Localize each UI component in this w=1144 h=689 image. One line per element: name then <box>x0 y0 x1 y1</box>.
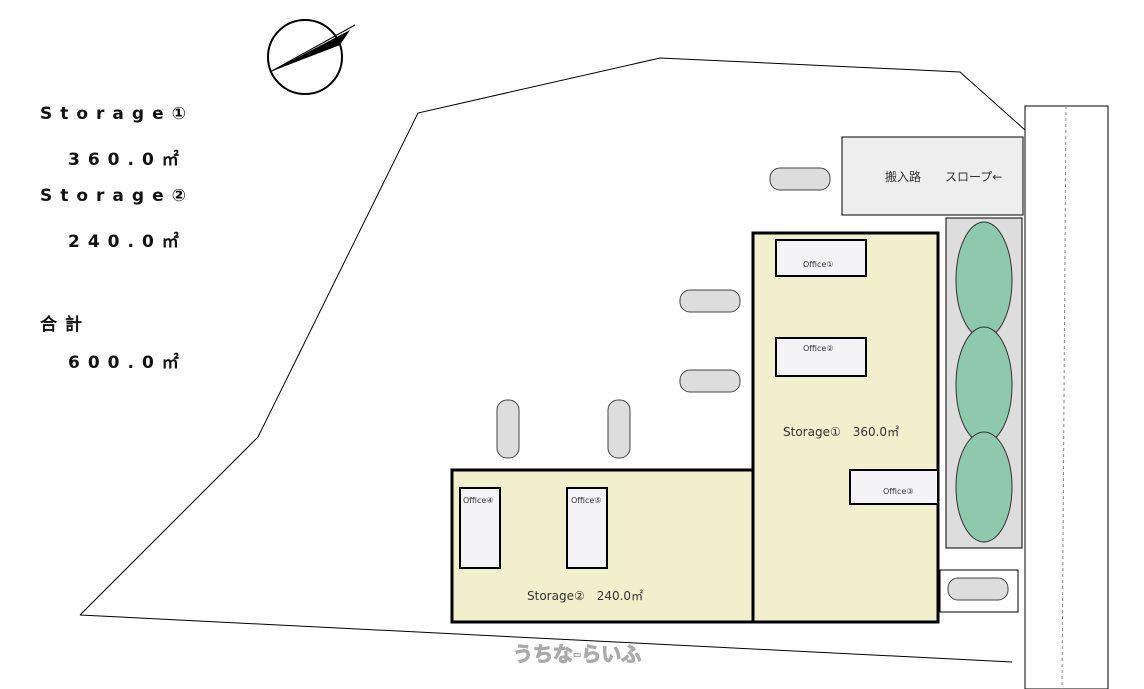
total-label: 合計 <box>40 315 90 335</box>
trees <box>955 221 1013 543</box>
driveway-label: 搬入路 スロープ← <box>885 170 1003 184</box>
storage-1 <box>751 231 940 624</box>
office-1-label: Office① <box>803 260 834 269</box>
storage2-summary-area: 240.0㎡ <box>68 232 187 252</box>
road <box>1024 105 1109 689</box>
lot-boundary <box>79 57 1026 616</box>
storage2-label: Storage② 240.0㎡ <box>527 589 644 603</box>
cars <box>496 167 1009 601</box>
office-4-label: Office④ <box>463 496 494 505</box>
office-3-label: Office③ <box>883 487 914 496</box>
driveway <box>841 136 1024 216</box>
storage1-label: Storage① 360.0㎡ <box>783 425 900 439</box>
watermark: うちな-らいふ <box>512 642 642 667</box>
total-area: 600.0㎡ <box>68 353 187 373</box>
compass-icon <box>267 19 356 95</box>
storage2-summary-label: Storage② <box>40 186 194 206</box>
office-5-label: Office⑤ <box>571 496 602 505</box>
storage1-summary-label: Storage① <box>40 104 194 124</box>
storage1-summary-area: 360.0㎡ <box>68 150 187 170</box>
office-2-label: Office② <box>803 344 834 353</box>
offices <box>459 239 939 569</box>
lot-boundary-bottom <box>79 614 1013 663</box>
